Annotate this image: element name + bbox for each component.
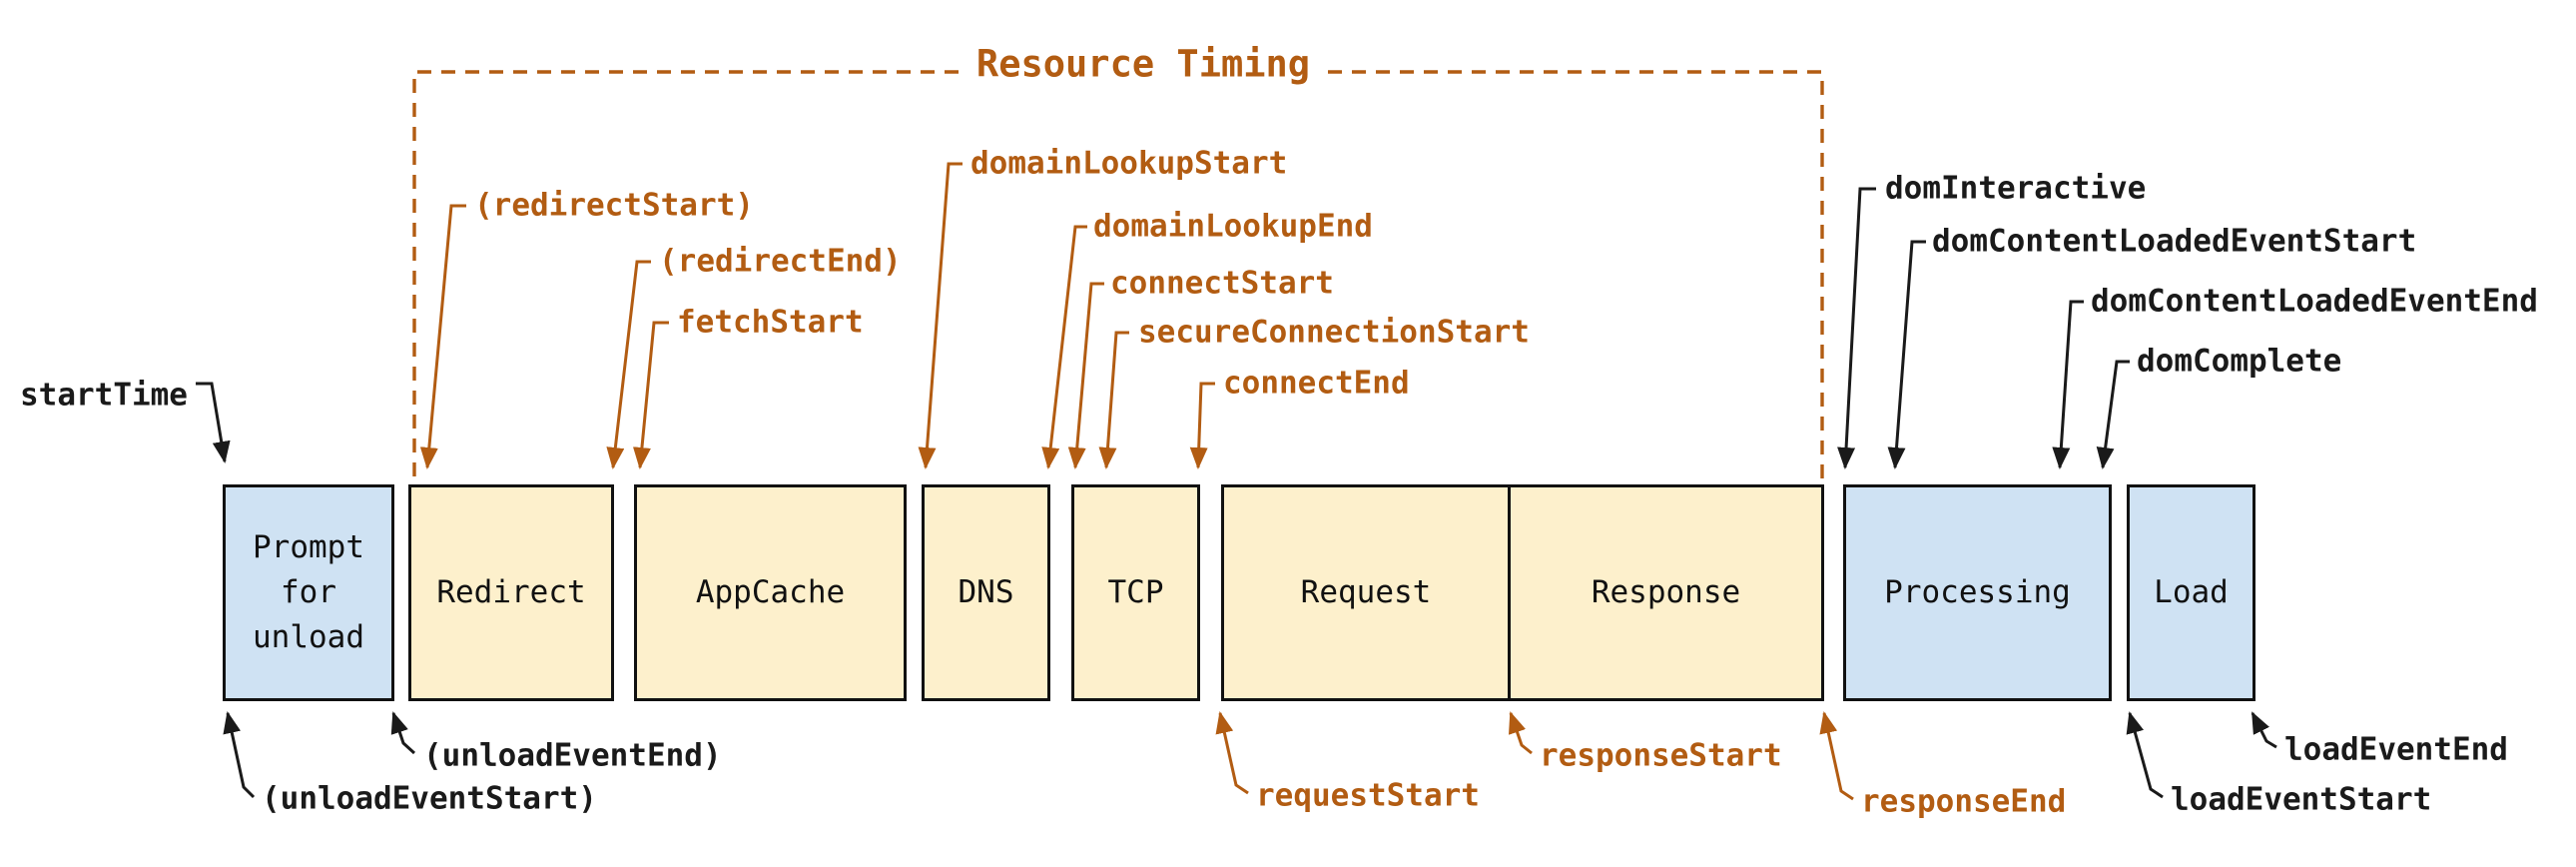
arrow-redirect-start — [419, 204, 466, 469]
label-request-start: requestStart — [1256, 777, 1480, 814]
arrow-response-start — [1508, 711, 1533, 755]
arrow-request-start — [1215, 711, 1249, 795]
label-unload-event-end: (unloadEventEnd) — [423, 737, 722, 774]
label-connect-start: connectStart — [1110, 265, 1334, 302]
label-start-time: startTime — [20, 377, 188, 414]
label-dom-content-loaded-event-start: domContentLoadedEventStart — [1932, 223, 2417, 260]
arrow-load-event-start — [2126, 711, 2164, 799]
label-secure-connection-start: secureConnectionStart — [1138, 314, 1530, 351]
arrow-dom-content-loaded-event-start — [1887, 240, 1926, 469]
label-unload-event-start: (unloadEventStart) — [262, 780, 597, 817]
label-redirect-start: (redirectStart) — [474, 187, 754, 224]
label-dom-content-loaded-event-end: domContentLoadedEventEnd — [2091, 283, 2538, 320]
label-fetch-start: fetchStart — [677, 304, 864, 341]
box-redirect: Redirect — [408, 484, 614, 701]
box-appcache: AppCache — [634, 484, 907, 701]
label-load-event-end: loadEventEnd — [2284, 731, 2508, 768]
label-domain-lookup-end: domainLookupEnd — [1093, 208, 1373, 245]
arrow-unload-event-end — [390, 711, 416, 755]
arrow-secure-connection-start — [1098, 331, 1129, 469]
arrow-redirect-end — [606, 260, 651, 469]
arrow-response-end — [1819, 711, 1854, 801]
label-redirect-end: (redirectEnd) — [659, 243, 902, 280]
arrow-domain-lookup-start — [918, 162, 963, 469]
arrow-dom-content-loaded-event-end — [2052, 300, 2084, 469]
label-dom-complete: domComplete — [2137, 343, 2342, 380]
arrow-dom-interactive — [1837, 187, 1876, 469]
arrow-connect-end — [1189, 382, 1215, 469]
resource-timing-title: Resource Timing — [975, 42, 1311, 86]
resource-timing-bracket-left — [412, 70, 959, 479]
label-response-end: responseEnd — [1861, 783, 2067, 820]
box-load: Load — [2127, 484, 2255, 701]
label-connect-end: connectEnd — [1223, 365, 1410, 402]
arrow-start-time — [196, 382, 231, 463]
box-tcp: TCP — [1071, 484, 1200, 701]
box-response: Response — [1508, 484, 1824, 701]
label-dom-interactive: domInteractive — [1885, 170, 2147, 207]
resource-timing-bracket-right — [1328, 70, 1824, 479]
label-response-start: responseStart — [1540, 737, 1782, 774]
box-dns: DNS — [922, 484, 1050, 701]
arrow-load-event-end — [2251, 711, 2277, 749]
box-prompt-for-unload: Prompt for unload — [223, 484, 394, 701]
box-processing: Processing — [1843, 484, 2112, 701]
label-load-event-start: loadEventStart — [2171, 781, 2432, 818]
arrow-unload-event-start — [223, 711, 256, 799]
arrow-domain-lookup-end — [1041, 225, 1087, 469]
box-request: Request — [1221, 484, 1511, 701]
arrow-dom-complete — [2096, 360, 2130, 469]
arrow-fetch-start — [632, 321, 669, 469]
label-domain-lookup-start: domainLookupStart — [970, 145, 1288, 182]
arrow-connect-start — [1067, 282, 1104, 469]
